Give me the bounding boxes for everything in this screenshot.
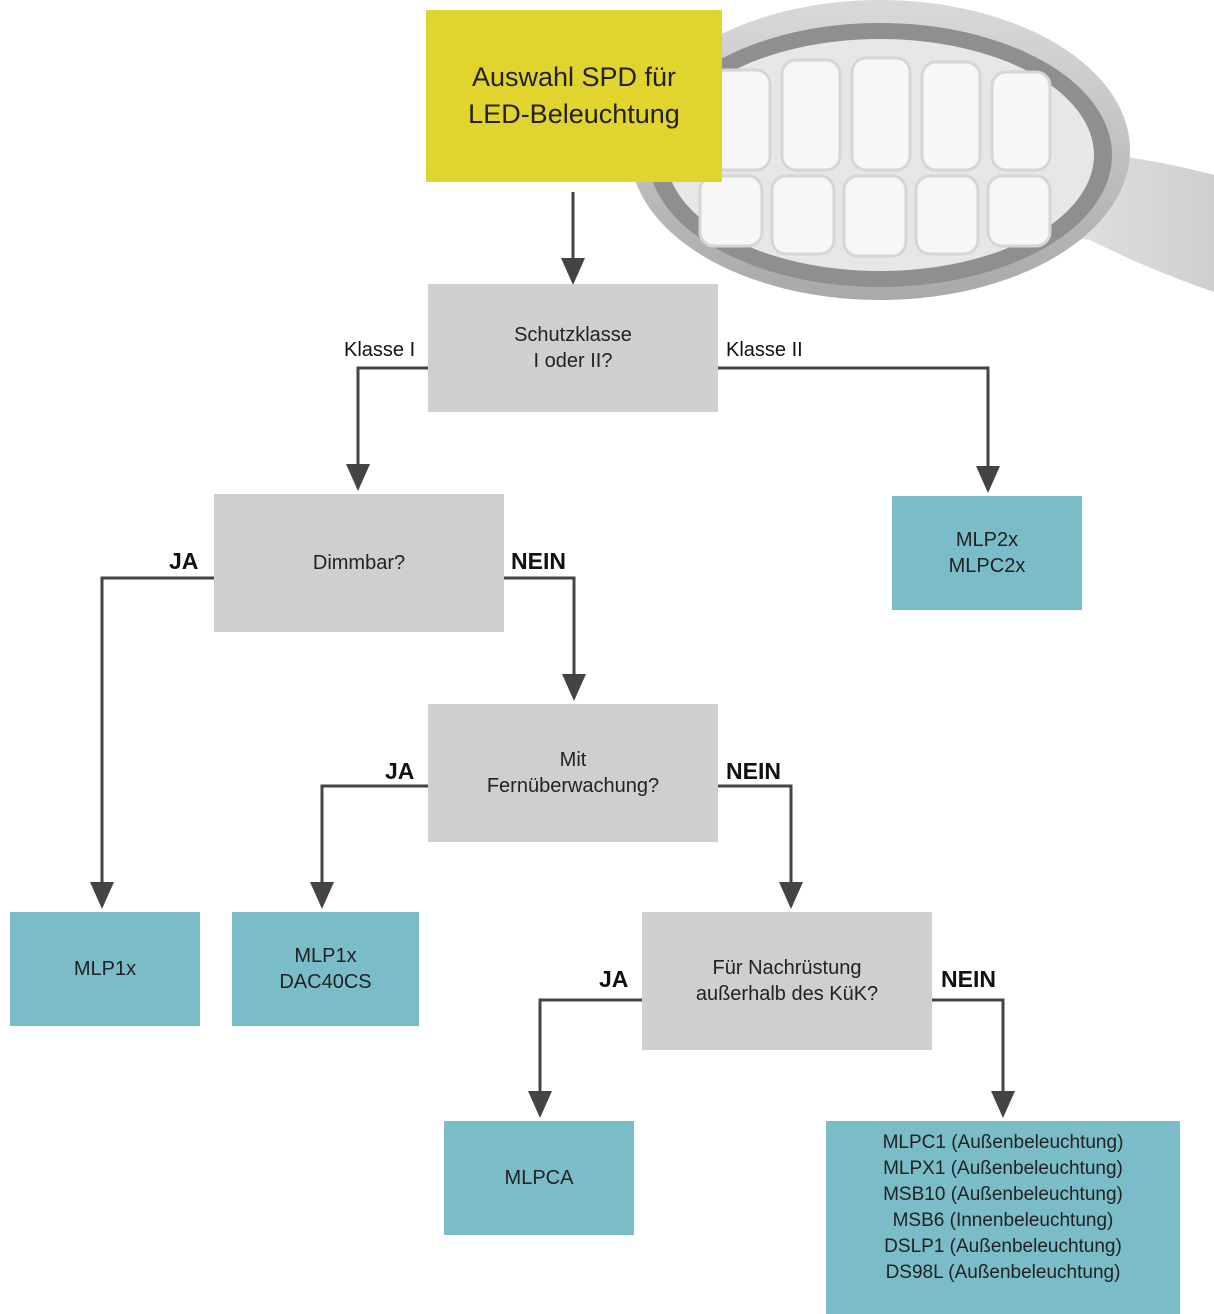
result-mlp2x: MLP2x MLPC2x: [892, 496, 1082, 610]
start-line-1: Auswahl SPD für: [471, 62, 677, 92]
arrow-dimm-nein: [504, 576, 586, 701]
result-list-line-1: MLPC1 (Außenbeleuchtung): [882, 1132, 1124, 1153]
decision-fernueberwachung-line-1: Mit: [559, 749, 587, 771]
result-mlp1x-dac40cs-line-2: DAC40CS: [279, 971, 372, 993]
decision-dimmbar: Dimmbar?: [214, 494, 504, 632]
arrow-nach-ja: [528, 998, 642, 1118]
result-product-list: MLPC1 (Außenbeleuchtung) MLPX1 (Außenbel…: [826, 1121, 1180, 1314]
edge-label-klasse-ii: Klasse II: [726, 339, 803, 361]
decision-nachruestung-line-1: Für Nachrüstung: [712, 957, 862, 979]
edge-label-nach-nein: NEIN: [941, 966, 996, 992]
result-list-line-2: MLPX1 (Außenbeleuchtung): [883, 1158, 1123, 1179]
decision-nachruestung-line-2: außerhalb des KüK?: [695, 983, 879, 1005]
decision-nachruestung: Für Nachrüstung außerhalb des KüK?: [642, 912, 932, 1050]
arrow-klasse-i: [346, 366, 428, 491]
result-mlp1x: MLP1x: [10, 912, 200, 1026]
edge-label-dimm-nein: NEIN: [511, 548, 566, 574]
arrow-fern-nein: [718, 784, 803, 909]
arrow-nach-nein: [932, 998, 1015, 1118]
decision-dimmbar-line-1: Dimmbar?: [312, 552, 406, 574]
decision-fernueberwachung-line-2: Fernüberwachung?: [486, 775, 660, 797]
edge-label-fern-ja: JA: [385, 758, 415, 784]
arrow-fern-ja: [310, 784, 428, 909]
lamp-head: [630, 0, 1130, 300]
decision-fernueberwachung: Mit Fernüberwachung?: [428, 704, 718, 842]
result-mlp2x-line-1: MLP2x: [955, 529, 1019, 551]
result-mlpca-line-1: MLPCA: [504, 1167, 574, 1189]
result-mlp1x-dac40cs-line-1: MLP1x: [294, 945, 357, 967]
result-mlp1x-dac40cs: MLP1x DAC40CS: [232, 912, 419, 1026]
arrow-dimm-ja: [90, 576, 214, 909]
result-list-line-5: DSLP1 (Außenbeleuchtung): [884, 1236, 1122, 1257]
arrow-klasse-ii: [718, 366, 1000, 493]
edge-label-dimm-ja: JA: [169, 548, 199, 574]
edge-label-klasse-i: Klasse I: [344, 339, 416, 361]
result-mlp2x-line-2: MLPC2x: [948, 555, 1026, 577]
result-list-line-6: DS98L (Außenbeleuchtung): [885, 1262, 1121, 1283]
start-line-2: LED-Beleuchtung: [468, 99, 680, 129]
decision-schutzklasse-line-2: I oder II?: [533, 350, 613, 372]
result-list-line-3: MSB10 (Außenbeleuchtung): [883, 1184, 1123, 1205]
decision-schutzklasse: Schutzklasse I oder II?: [428, 284, 718, 412]
result-mlp1x-line-1: MLP1x: [73, 958, 137, 980]
edge-label-nach-ja: JA: [599, 966, 629, 992]
decision-schutzklasse-line-1: Schutzklasse: [514, 324, 632, 346]
result-list-line-4: MSB6 (Innenbeleuchtung): [892, 1210, 1114, 1231]
start-node: Auswahl SPD für LED-Beleuchtung: [426, 10, 722, 182]
result-mlpca: MLPCA: [444, 1121, 634, 1235]
edge-label-fern-nein: NEIN: [726, 758, 781, 784]
